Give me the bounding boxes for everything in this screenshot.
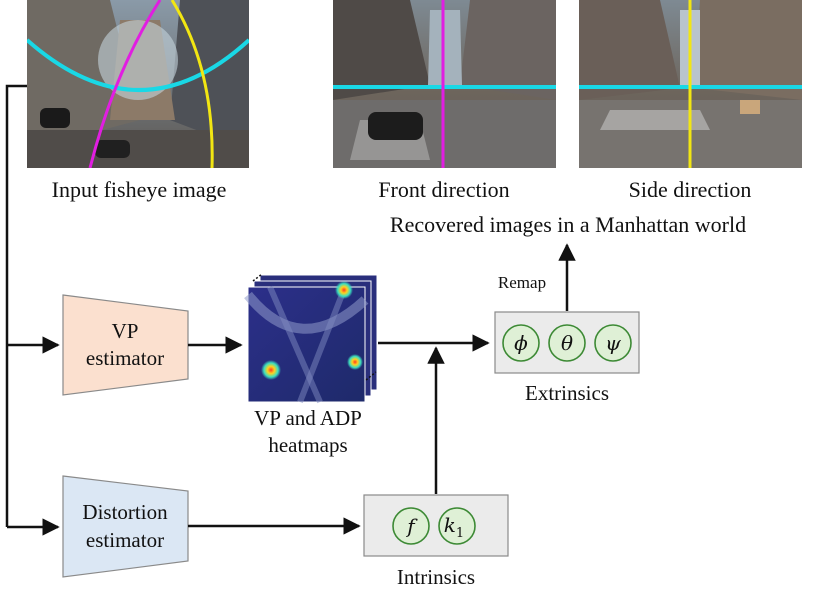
front-direction-caption: Front direction — [378, 177, 509, 202]
extrinsic-param-psi: ψ — [594, 324, 632, 362]
side-direction-image — [579, 0, 802, 168]
vp-estimator-label-2: estimator — [86, 346, 164, 370]
horizon-line-fisheye — [27, 38, 249, 92]
intrinsics-label: Intrinsics — [397, 565, 475, 589]
distortion-estimator-block: Distortion estimator — [62, 475, 189, 578]
vertical-line-front-fisheye — [88, 0, 162, 168]
heatmaps-stack — [244, 273, 378, 404]
intrinsic-param-f: f — [392, 507, 430, 545]
param-phi-symbol: ϕ — [514, 331, 528, 355]
recovered-images-caption: Recovered images in a Manhattan world — [390, 212, 746, 237]
intrinsic-param-k1: k1 — [438, 507, 476, 545]
side-direction-caption: Side direction — [629, 177, 752, 202]
input-connector — [5, 84, 60, 536]
heatmaps-label-1: VP and ADP — [254, 406, 362, 430]
distortion-estimator-label-2: estimator — [86, 528, 164, 552]
input-image-caption: Input fisheye image — [52, 177, 227, 202]
vertical-line-side-fisheye — [170, 0, 214, 168]
extrinsic-param-phi: ϕ — [502, 324, 540, 362]
vp-estimator-block: VP estimator — [62, 294, 189, 396]
front-direction-image — [333, 0, 556, 168]
extrinsic-param-theta: θ — [548, 324, 586, 362]
param-theta-symbol: θ — [561, 331, 573, 355]
intrinsics-panel: f k1 — [363, 494, 509, 557]
vp-estimator-label-1: VP — [112, 319, 139, 343]
extrinsics-label: Extrinsics — [525, 381, 609, 405]
heatmaps-label-2: heatmaps — [268, 433, 347, 457]
param-k1-symbol: k1 — [444, 513, 464, 541]
distortion-estimator-label-1: Distortion — [82, 500, 168, 524]
param-psi-symbol: ψ — [605, 331, 621, 355]
extrinsics-panel: ϕ θ ψ — [494, 311, 640, 374]
remap-label: Remap — [498, 273, 546, 292]
input-fisheye-image — [27, 0, 249, 168]
